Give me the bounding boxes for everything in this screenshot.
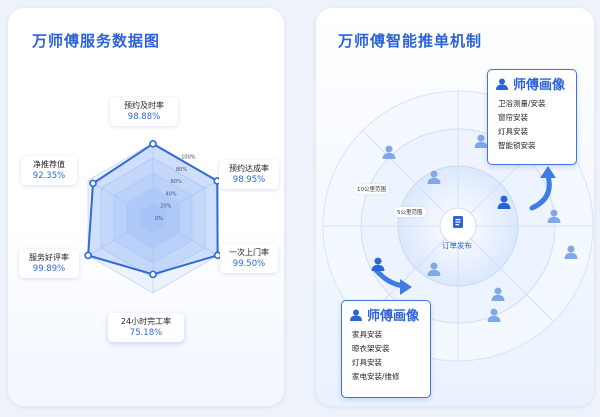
- metric-card-nps: 净推荐值 92.35%: [21, 156, 77, 185]
- service-data-panel: 万师傅服务数据图 100% 80% 60% 40% 20% 0% 预约及时率 98.88%…: [8, 8, 284, 406]
- metric-value: 98.95%: [232, 175, 266, 185]
- radar-grid: [87, 142, 219, 294]
- radar-tick-label: 60%: [171, 179, 182, 185]
- panel-title: 万师傅服务数据图: [32, 32, 161, 50]
- metric-card-24h-completion: 24小时完工率 75.18%: [108, 313, 184, 342]
- radar-axis-line: [87, 217, 154, 256]
- master-person-icon: [547, 208, 561, 223]
- metric-label: 一次上门率: [229, 248, 269, 257]
- panel-title: 万师傅智能推单机制: [338, 32, 483, 50]
- skill-item: 智能锁安装: [498, 141, 536, 150]
- radar-tick-label: 20%: [160, 204, 171, 210]
- dispatch-mechanism-panel: 万师傅智能推单机制 10公里范围 5公里范围 订单发布: [316, 8, 594, 406]
- metric-value: 99.89%: [32, 264, 66, 274]
- radar-point: [84, 251, 92, 260]
- person-icon: [350, 309, 362, 321]
- person-icon: [496, 78, 508, 90]
- master-profile-card-bottom: 师傅画像 家具安装 晾衣架安装 灯具安装 家电安装/维修: [341, 300, 431, 398]
- metric-value: 98.88%: [127, 112, 161, 122]
- metric-card-positive-rating: 服务好评率 99.89%: [19, 249, 79, 278]
- skill-item: 晾衣架安装: [352, 344, 390, 353]
- skill-list: 家具安装 晾衣架安装 灯具安装 家电安装/维修: [342, 328, 430, 388]
- metric-label: 预约达成率: [229, 164, 269, 173]
- skill-item: 窗帘安装: [498, 113, 528, 122]
- arrow-up-icon: [529, 173, 552, 211]
- radar-series: [84, 140, 222, 279]
- metric-value: 92.35%: [32, 171, 66, 181]
- metric-value: 99.50%: [232, 259, 266, 269]
- metric-label: 净推荐值: [33, 160, 65, 169]
- radar-axis-line: [152, 217, 219, 256]
- inner-range-label: 5公里范围: [394, 207, 426, 217]
- metric-label: 24小时完工率: [120, 317, 172, 326]
- radar-chart: 100% 80% 60% 40% 20% 0%: [84, 140, 222, 294]
- radar-series-line: [87, 142, 219, 276]
- master-profile-card-top: 师傅画像 卫浴测量/安装 窗帘安装 灯具安装 智能锁安装: [487, 69, 577, 165]
- master-person-icon: [474, 133, 488, 148]
- master-person-icon: [564, 244, 578, 259]
- skill-item: 灯具安装: [498, 127, 528, 136]
- skill-item: 灯具安装: [352, 358, 382, 367]
- radar-tick-label: 0%: [155, 216, 163, 222]
- skill-item: 家电安装/维修: [352, 372, 400, 381]
- radar-tick-label: 100%: [181, 155, 196, 161]
- master-person-icon: [487, 307, 501, 322]
- radar-point: [89, 179, 97, 188]
- metric-card-appointment-timely: 预约及时率 98.88%: [110, 97, 178, 126]
- radar-ticks: 100% 80% 60% 40% 20% 0%: [155, 155, 196, 223]
- radar-axis-line: [152, 180, 219, 219]
- radar-point: [149, 140, 157, 148]
- metric-label: 预约及时率: [124, 101, 164, 110]
- metric-card-first-visit: 一次上门率 99.50%: [220, 244, 278, 273]
- metric-value: 75.18%: [129, 328, 163, 338]
- metric-label: 服务好评率: [29, 253, 69, 262]
- center-label: 订单发布: [442, 241, 472, 250]
- card-title: 师傅画像: [367, 309, 420, 324]
- metric-card-appointment-achieved: 预约达成率 98.95%: [219, 160, 279, 189]
- master-person-icon: [427, 261, 441, 276]
- master-person-icon: [497, 194, 511, 209]
- master-person-icon: [382, 144, 396, 159]
- radar-axis-line: [87, 180, 154, 219]
- skill-item: 卫浴测量/安装: [498, 99, 546, 108]
- radar-tick-label: 40%: [166, 191, 177, 197]
- master-person-icon: [371, 256, 385, 271]
- card-title: 师傅画像: [513, 78, 566, 93]
- skill-item: 家具安装: [352, 330, 382, 339]
- radar-point: [149, 270, 157, 279]
- skill-list: 卫浴测量/安装 窗帘安装 灯具安装 智能锁安装: [488, 97, 576, 157]
- outer-range-label: 10公里范围: [354, 184, 389, 194]
- radar-tick-label: 80%: [176, 167, 187, 173]
- master-person-icon: [491, 286, 505, 301]
- master-person-icon: [427, 169, 441, 184]
